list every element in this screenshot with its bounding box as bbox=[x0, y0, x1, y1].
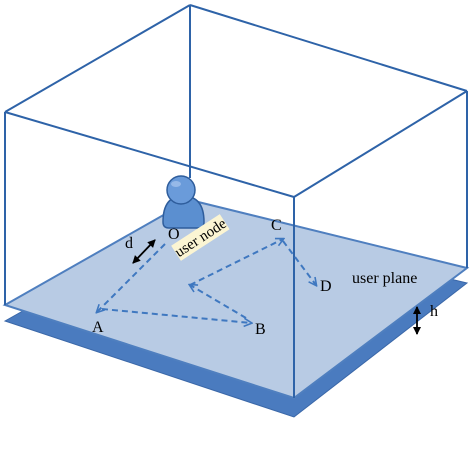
person-icon bbox=[162, 175, 205, 229]
path-a-to-b bbox=[101, 308, 251, 323]
path-o-to-a bbox=[97, 243, 166, 312]
user-plane bbox=[2, 198, 470, 400]
path-c-to-d bbox=[282, 240, 316, 285]
distance-label: d bbox=[125, 235, 133, 252]
path-mid-to-c bbox=[189, 239, 283, 286]
user-plane-label: user plane bbox=[352, 270, 417, 287]
node-label-o: O bbox=[168, 226, 180, 243]
path-b-to-mid bbox=[190, 285, 247, 319]
node-label-d: D bbox=[320, 278, 332, 295]
node-label-b: B bbox=[255, 321, 266, 338]
movement-paths bbox=[97, 239, 316, 323]
height-label: h bbox=[430, 303, 438, 320]
node-label-c: C bbox=[271, 217, 282, 234]
box-back-edges bbox=[4, 4, 468, 178]
box-front-edges bbox=[4, 90, 468, 398]
distance-arrow bbox=[132, 239, 156, 264]
node-label-a: A bbox=[92, 319, 104, 336]
